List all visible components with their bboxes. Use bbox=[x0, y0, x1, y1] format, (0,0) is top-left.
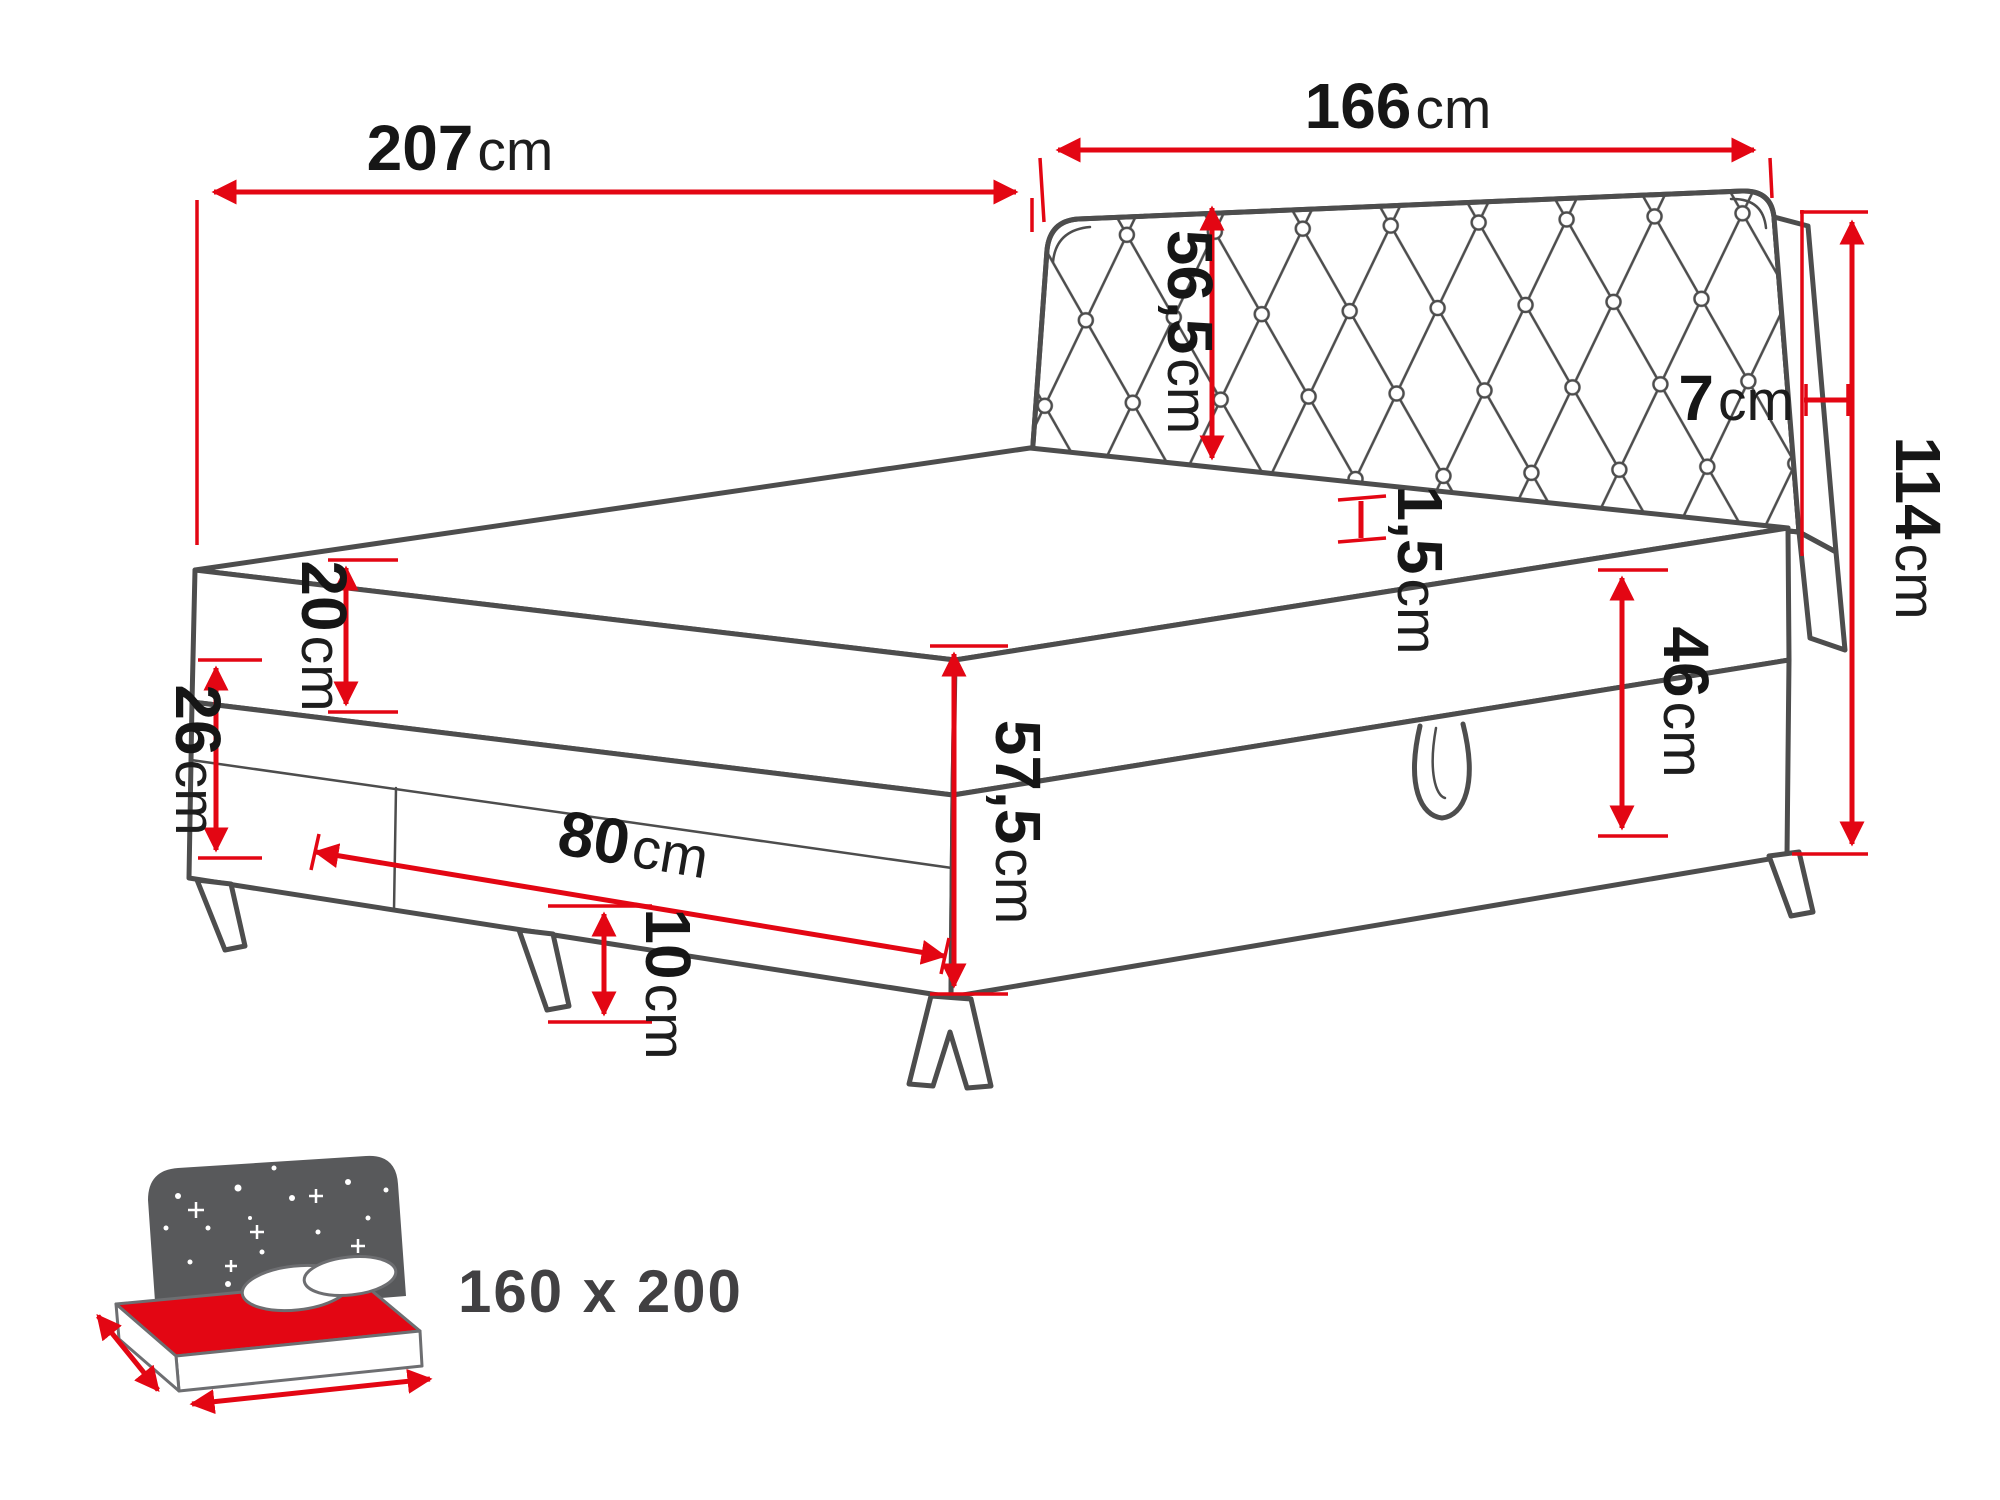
dim-label-base-side-height: 46cm bbox=[1650, 626, 1722, 777]
end-tick bbox=[1337, 494, 1387, 502]
end-tick bbox=[1337, 536, 1387, 544]
dim-label-drawer-front-height: 26cm bbox=[162, 684, 234, 835]
icon-pillow bbox=[302, 1255, 398, 1297]
dim-total-height: 114cm bbox=[1792, 210, 1954, 856]
dim-base-side-height: 46cm bbox=[1598, 568, 1722, 838]
dimension-line bbox=[313, 843, 947, 965]
dim-label-total-length: 207cm bbox=[367, 112, 554, 184]
dim-label-topper-edge: 1,5cm bbox=[1384, 486, 1456, 655]
rolled-corner-right bbox=[1729, 197, 1768, 230]
leg-front-middle bbox=[516, 927, 572, 1013]
dim-total-length: 207cm bbox=[195, 112, 1034, 545]
dim-label-width: 166cm bbox=[1305, 70, 1492, 142]
dim-label-total-height: 114cm bbox=[1882, 436, 1954, 619]
dim-leg-height: 10cm bbox=[548, 904, 704, 1060]
dim-topper-edge: 1,5cm bbox=[1337, 486, 1456, 655]
rolled-corner-left bbox=[1051, 225, 1092, 264]
dim-mattress-height: 20cm bbox=[288, 558, 398, 714]
dim-label-leg-height: 10cm bbox=[632, 908, 704, 1059]
star-sparkles bbox=[188, 1189, 365, 1272]
dim-label-headboard-thickness: 7cm bbox=[1678, 362, 1794, 434]
dim-label-front-total-height: 57,5cm bbox=[982, 720, 1054, 925]
dim-label-mattress-height: 20cm bbox=[288, 560, 360, 711]
dim-headboard-height: 56,5cm bbox=[1154, 205, 1226, 461]
dim-label-drawer-width: 80cm bbox=[553, 796, 714, 892]
icon-length-arrow bbox=[189, 1368, 433, 1415]
icon-width-arrow bbox=[96, 1314, 160, 1392]
handle-loop bbox=[1412, 721, 1472, 821]
extension-line bbox=[1768, 157, 1774, 199]
dim-headboard-thickness: 7cm bbox=[1678, 210, 1850, 556]
leg-front-right bbox=[906, 993, 994, 1091]
mattress bbox=[189, 445, 1792, 798]
dimension-lines: 207cm 166cm 56,5cm 7cm 114cm bbox=[162, 70, 1954, 1060]
bed-drawing bbox=[186, 188, 1848, 1091]
dim-front-total-height: 57,5cm bbox=[930, 644, 1054, 996]
size-label: 160 x 200 bbox=[458, 1258, 743, 1325]
dim-width: 166cm bbox=[1038, 70, 1774, 223]
leg-foot-left bbox=[194, 877, 248, 953]
dim-drawer-width: 80cm bbox=[309, 796, 951, 975]
dim-label-headboard-height: 56,5cm bbox=[1154, 230, 1226, 435]
leg-back-right bbox=[1766, 849, 1816, 919]
extension-line bbox=[1038, 157, 1046, 223]
dim-drawer-front-height: 26cm bbox=[162, 658, 262, 860]
size-badge: 160 x 200 bbox=[96, 1155, 743, 1415]
bed-size-icon bbox=[96, 1155, 433, 1415]
